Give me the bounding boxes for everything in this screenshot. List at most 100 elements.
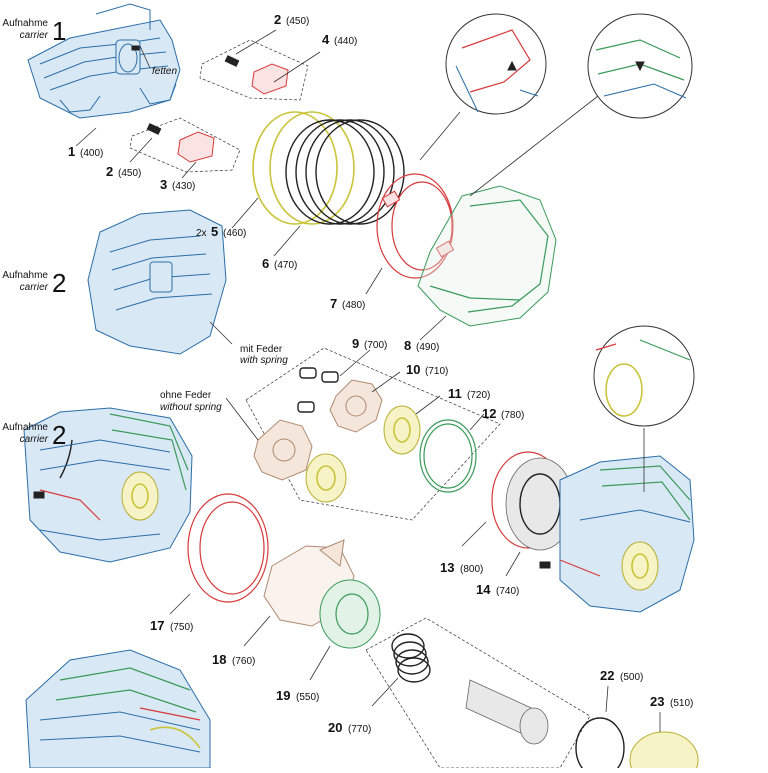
ohne-feder-de: ohne Feder bbox=[160, 390, 212, 401]
part-number: 19 bbox=[276, 688, 290, 703]
carrier-1-de: Aufnahme bbox=[2, 18, 48, 29]
part-17-red-ring bbox=[169, 493, 269, 615]
callout-part-18: 18 (760) bbox=[212, 652, 255, 667]
mit-feder-de: mit Feder bbox=[240, 344, 283, 355]
part-number: 2 bbox=[274, 12, 281, 27]
part-number: 11 bbox=[448, 386, 462, 401]
ohne-feder-en: without spring bbox=[160, 402, 222, 413]
part-number: 14 bbox=[476, 582, 491, 597]
callout-part-10: 10 (710) bbox=[406, 362, 448, 377]
part-12-green-oring bbox=[419, 413, 485, 493]
part-number: 3 bbox=[160, 177, 167, 192]
callout-part-11: 11 (720) bbox=[448, 386, 490, 401]
part-code: (750) bbox=[170, 622, 193, 633]
carrier-label-2a: Aufnahme carrier 2 bbox=[2, 268, 66, 298]
carrier-2b-num: 2 bbox=[52, 420, 66, 450]
callout-part-17: 17 (750) bbox=[150, 618, 193, 633]
carrier-2-assembled bbox=[23, 407, 193, 563]
callout-part-4: 4 (440) bbox=[322, 32, 357, 47]
carrier-2b-de: Aufnahme bbox=[2, 422, 48, 433]
callout-part-19: 19 (550) bbox=[276, 688, 319, 703]
part-23-yellow-ring bbox=[629, 712, 699, 773]
mit-feder-en: with spring bbox=[240, 355, 288, 366]
callout-part-22: 22 (500) bbox=[600, 668, 643, 683]
carrier-2a-de: Aufnahme bbox=[2, 270, 48, 281]
part-code: (500) bbox=[620, 672, 643, 683]
part-number: 8 bbox=[404, 338, 411, 353]
part-code: (550) bbox=[296, 692, 319, 703]
spring-group-box bbox=[245, 347, 501, 521]
part-code: (740) bbox=[496, 586, 519, 597]
callout-part-23: 23 (510) bbox=[650, 694, 693, 709]
part-10-star-coupling bbox=[329, 371, 401, 433]
part-number: 20 bbox=[328, 720, 342, 735]
part-code: (770) bbox=[348, 724, 371, 735]
zoom-detail-2 bbox=[469, 13, 693, 197]
spring-note: mit Feder with spring ohne Feder without… bbox=[160, 344, 288, 413]
callout-part-9: 9 (700) bbox=[352, 336, 387, 351]
carrier-label-2b: Aufnahme carrier 2 bbox=[2, 420, 66, 450]
part-code: (470) bbox=[274, 260, 297, 271]
part-11-yellow-bearing bbox=[383, 395, 441, 455]
callout-part-14: 14 (740) bbox=[476, 582, 519, 597]
callout-part-5: 2x 5 (460) bbox=[196, 224, 246, 239]
part-code: (510) bbox=[670, 698, 693, 709]
callout-part-20: 20 (770) bbox=[328, 720, 371, 735]
part-number: 12 bbox=[482, 406, 496, 421]
callout-part-3: 3 (430) bbox=[160, 177, 195, 192]
part-code: (760) bbox=[232, 656, 255, 667]
callout-part-1: 1 (400) bbox=[68, 144, 103, 159]
part-number: 6 bbox=[262, 256, 269, 271]
part-7-red-ring bbox=[365, 173, 455, 295]
carrier-2b-en: carrier bbox=[20, 434, 49, 445]
part-code: (430) bbox=[172, 181, 195, 192]
qty-prefix: 2x bbox=[196, 228, 207, 239]
part-code: (450) bbox=[286, 16, 309, 27]
zoom-detail-1 bbox=[419, 13, 547, 161]
part-code: (400) bbox=[80, 148, 103, 159]
fetten-note: fetten bbox=[152, 66, 177, 77]
carrier-label-1: Aufnahme carrier 1 bbox=[2, 16, 66, 46]
part-code: (710) bbox=[425, 366, 448, 377]
part-number: 2 bbox=[106, 164, 113, 179]
part-code: (700) bbox=[364, 340, 387, 351]
carrier-1-en: carrier bbox=[20, 30, 49, 41]
part-number: 10 bbox=[406, 362, 420, 377]
part-code: (460) bbox=[223, 228, 246, 239]
callout-part-13: 13 (800) bbox=[440, 560, 483, 575]
part-20-spring-shaft-group bbox=[365, 617, 591, 769]
carrier-1-num: 1 bbox=[52, 16, 66, 46]
part-code: (720) bbox=[467, 390, 490, 401]
callout-part-2-top: 2 (450) bbox=[274, 12, 309, 27]
part-code: (800) bbox=[460, 564, 483, 575]
part-number: 23 bbox=[650, 694, 664, 709]
main-carrier-bottom bbox=[25, 649, 211, 769]
part-number: 1 bbox=[68, 144, 75, 159]
part-19-green-bearing bbox=[309, 579, 381, 681]
callout-part-8: 8 (490) bbox=[404, 338, 439, 353]
part-2-3-group bbox=[129, 117, 241, 179]
part-number: 22 bbox=[600, 668, 614, 683]
part-9-springs bbox=[297, 367, 339, 413]
zoom-detail-3 bbox=[593, 325, 695, 492]
carrier-2-drawing bbox=[87, 209, 227, 355]
part-5-rings bbox=[231, 111, 355, 229]
part-10b-star-coupling bbox=[225, 397, 313, 481]
callout-part-7: 7 (480) bbox=[330, 296, 365, 311]
part-number: 17 bbox=[150, 618, 164, 633]
carrier-2a-en: carrier bbox=[20, 282, 49, 293]
part-6-spring bbox=[273, 119, 405, 257]
part-code: (780) bbox=[501, 410, 524, 421]
part-number: 18 bbox=[212, 652, 226, 667]
part-number: 7 bbox=[330, 296, 337, 311]
part-code: (480) bbox=[342, 300, 365, 311]
part-11b-yellow-bearing bbox=[305, 453, 347, 503]
carrier-2a-num: 2 bbox=[52, 268, 66, 298]
carrier-1-drawing bbox=[27, 3, 181, 119]
part-number: 5 bbox=[211, 224, 218, 239]
callout-part-2-lower: 2 (450) bbox=[106, 164, 141, 179]
part-2-4-group bbox=[199, 29, 321, 101]
assembled-unit-right bbox=[539, 455, 695, 613]
